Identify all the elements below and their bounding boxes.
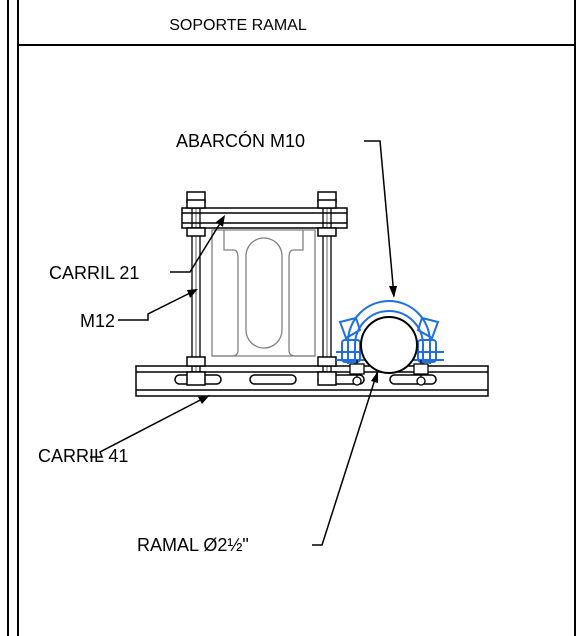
label-carril-41: CARRIL 41 bbox=[38, 446, 128, 466]
carril-41-slots bbox=[174, 374, 437, 385]
label-m12: M12 bbox=[80, 311, 115, 331]
leader-lines bbox=[90, 140, 395, 546]
label-carril-21: CARRIL 21 bbox=[49, 263, 139, 283]
ramal-pipe bbox=[360, 316, 418, 374]
m12-nuts bbox=[186, 191, 337, 386]
label-ramal: RAMAL Ø2½" bbox=[137, 535, 249, 555]
drawing-frame bbox=[7, 0, 576, 636]
carril-21-plate bbox=[181, 207, 348, 229]
leader-arrowheads bbox=[187, 215, 397, 404]
abarcon-nuts bbox=[349, 360, 429, 386]
bracket-outline bbox=[211, 229, 316, 357]
label-abarcon-m10: ABARCÓN M10 bbox=[176, 130, 305, 151]
drawing-title: SOPORTE RAMAL bbox=[169, 17, 307, 34]
